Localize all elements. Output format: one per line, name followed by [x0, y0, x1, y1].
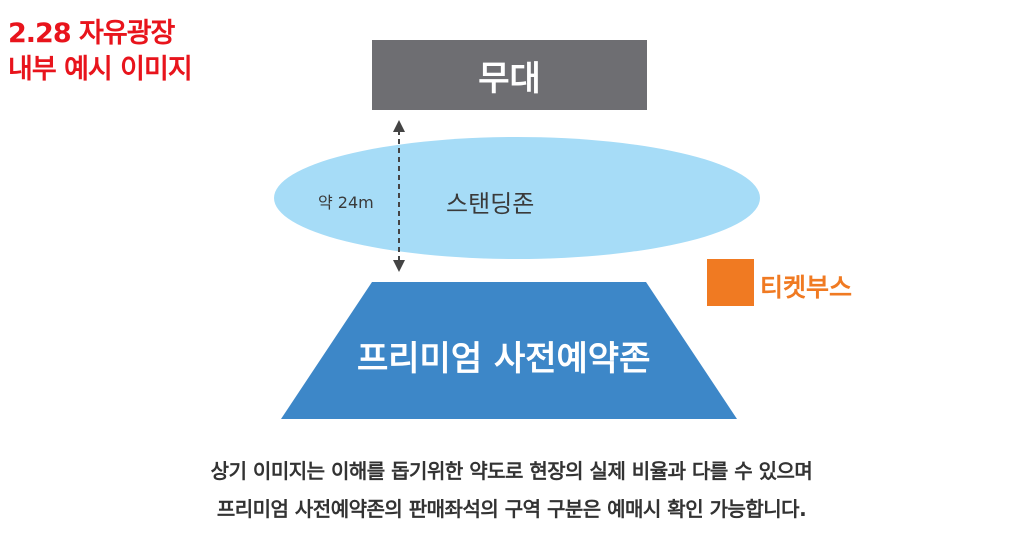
notice-line-1: 상기 이미지는 이해를 돕기위한 약도로 현장의 실제 비율과 다를 수 있으며: [210, 459, 813, 483]
title-line-2: 내부 예시 이미지: [8, 54, 193, 85]
premium-zone-trapezoid: [281, 282, 737, 419]
stage-block: [372, 40, 647, 110]
ticket-booth-label: 티켓부스: [760, 273, 853, 302]
standing-zone-ellipse: [274, 137, 760, 259]
notice-line-2: 프리미엄 사전예약존의 판매좌석의 구역 구분은 예매시 확인 가능합니다.: [216, 497, 807, 521]
stage: 무대: [372, 40, 647, 110]
premium-zone-label: 프리미엄 사전예약존: [357, 339, 651, 379]
title-line-1: 2.28 자유광장: [8, 18, 175, 49]
arrow-down-icon: [393, 260, 405, 272]
arrow-up-icon: [393, 120, 405, 132]
distance-label: 약 24m: [318, 193, 374, 212]
standing-zone-label: 스탠딩존: [446, 190, 535, 218]
page-title: 2.28 자유광장 내부 예시 이미지: [8, 16, 193, 88]
stage-label: 무대: [478, 58, 541, 99]
ticket-booth-square: [707, 259, 754, 306]
